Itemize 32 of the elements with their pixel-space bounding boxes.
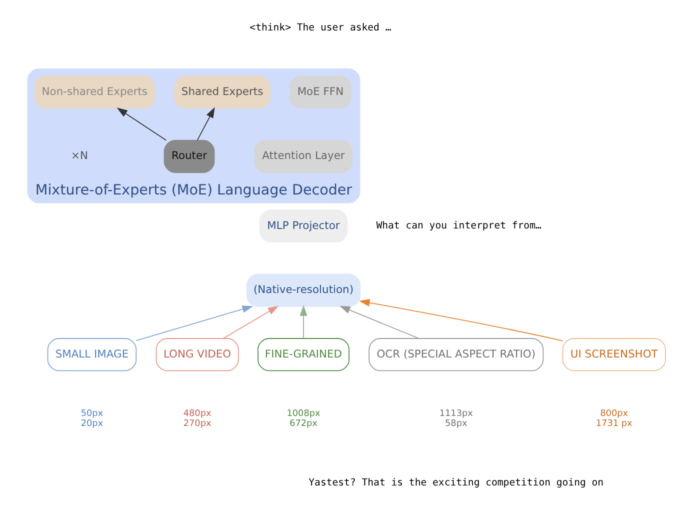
node-box: MoE FFN: [289, 76, 351, 109]
node-box: FINE-GRAINED: [257, 338, 349, 372]
node-box: Router: [163, 140, 214, 173]
node-box: OCR (SPECIAL ASPECT RATIO): [368, 338, 544, 372]
arrow: [222, 306, 278, 339]
node-label: 800px: [600, 409, 628, 420]
label: Yastest? That is the exciting competition going on: [308, 478, 604, 489]
node-box: SMALL IMAGE: [46, 338, 136, 372]
node-label: 20px: [80, 418, 103, 429]
arrow: [338, 306, 419, 339]
label: <think> The user asked …: [249, 22, 391, 34]
node-box: (Native-resolution): [246, 274, 360, 307]
node-box: LONG VIDEO: [155, 338, 238, 372]
node-label: 50px: [80, 409, 103, 420]
node-label: 1113px: [438, 409, 472, 420]
label: What can you interpret from…: [376, 220, 541, 232]
node-box: Attention Layer: [254, 140, 352, 173]
arrow: [135, 306, 253, 342]
arrow: [358, 299, 563, 342]
node-box: UI SCREENSHOT: [562, 338, 666, 372]
arrow: [299, 305, 307, 339]
node-label: 270px: [182, 418, 211, 429]
node-box: Shared Experts: [174, 76, 270, 109]
node-label: 58px: [444, 418, 467, 429]
arrow: [196, 107, 214, 141]
node-label: 480px: [182, 409, 211, 420]
node-label: 1731 px: [595, 418, 632, 429]
node-box: Non-shared Experts: [34, 76, 154, 109]
node-label: 672px: [289, 418, 317, 429]
node-label: 1008px: [286, 409, 320, 420]
node-label: ×N: [70, 149, 88, 162]
arrow: [116, 108, 166, 141]
